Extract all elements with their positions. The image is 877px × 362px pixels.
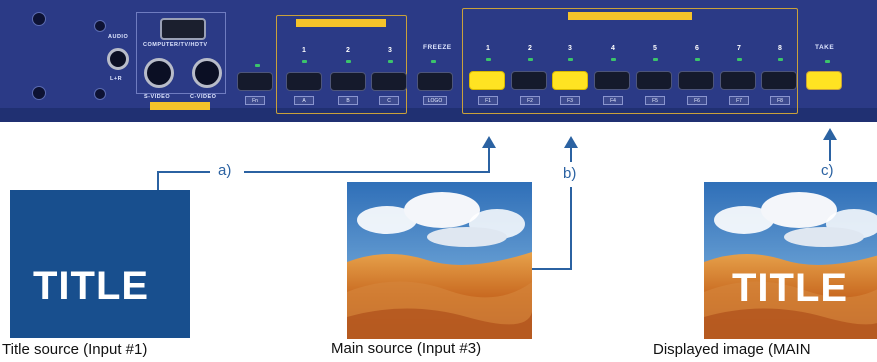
output-button-3[interactable]: [371, 72, 407, 91]
take-label: TAKE: [815, 44, 835, 51]
logo-tab: LOGO: [423, 96, 447, 105]
input-tab-8: F8: [770, 96, 790, 105]
input-number-8: 8: [778, 45, 782, 52]
output-tab-2: B: [338, 96, 358, 105]
input-tab-6: F6: [687, 96, 707, 105]
displayed-image: TITLE: [704, 182, 877, 339]
input-led-2: [528, 58, 533, 61]
input-button-7[interactable]: [720, 71, 756, 90]
audio-label: AUDIO: [108, 34, 129, 40]
rack-hole-bottom: [32, 86, 46, 100]
take-led: [825, 60, 830, 63]
output-button-2[interactable]: [330, 72, 366, 91]
title-card-text: TITLE: [33, 264, 150, 308]
main-source-image: [347, 182, 532, 339]
input-tab-1: F1: [478, 96, 498, 105]
main-source-caption: Main source (Input #3): [331, 340, 482, 357]
callout-c-arrowhead: [823, 128, 837, 140]
input-tab-7: F7: [729, 96, 749, 105]
input-tab-4: F4: [603, 96, 623, 105]
callout-a-line-up: [488, 145, 490, 173]
input-number-1: 1: [486, 45, 490, 52]
freeze-led: [431, 60, 436, 63]
input-button-8[interactable]: [761, 71, 797, 90]
callout-a-line-left: [157, 171, 210, 173]
output-group-box: [276, 15, 407, 114]
fn-led: [255, 64, 260, 67]
take-button[interactable]: [806, 71, 842, 90]
callout-a-label: a): [218, 162, 232, 179]
callout-a-arrowhead: [482, 136, 496, 148]
output-tab-1: A: [294, 96, 314, 105]
input-tab-5: F5: [645, 96, 665, 105]
input-number-3: 3: [568, 45, 572, 52]
output-number-1: 1: [302, 47, 306, 54]
svideo-label: S-VIDEO: [144, 94, 171, 100]
callout-b-line-upper: [570, 145, 572, 162]
input-led-7: [737, 58, 742, 61]
callout-a-line-right: [244, 171, 489, 173]
input-group-label: [568, 12, 692, 20]
input-number-5: 5: [653, 45, 657, 52]
callout-c-label: c): [821, 162, 834, 179]
title-source-card: TITLE: [10, 190, 190, 338]
audio-lr-label: L+R: [110, 76, 123, 82]
input-led-6: [695, 58, 700, 61]
vga-connector[interactable]: [160, 18, 206, 40]
input-button-6[interactable]: [678, 71, 714, 90]
input-tab-3: F3: [560, 96, 580, 105]
output-tab-3: C: [379, 96, 399, 105]
input-led-1: [486, 58, 491, 61]
input-led-5: [653, 58, 658, 61]
input-button-2[interactable]: [511, 71, 547, 90]
output-led-1: [302, 60, 307, 63]
displayed-image-caption: Displayed image (MAIN: [653, 341, 811, 358]
input-led-3: [568, 58, 573, 61]
computer-label: COMPUTER/TV/HDTV: [143, 42, 208, 48]
audio-jack[interactable]: [107, 48, 129, 70]
input-group-box: [462, 8, 798, 114]
cvideo-label: C-VIDEO: [190, 94, 217, 100]
panel-lower-lip: [0, 108, 877, 122]
callout-c-line: [829, 137, 831, 161]
cvideo-jack[interactable]: [192, 58, 222, 88]
input-button-5[interactable]: [636, 71, 672, 90]
title-source-caption: Title source (Input #1): [2, 341, 148, 358]
svideo-jack[interactable]: [144, 58, 174, 88]
screw-top: [94, 20, 106, 32]
callout-a-line-vertical: [157, 171, 159, 190]
input-button-1[interactable]: [469, 71, 505, 90]
input-led-8: [778, 58, 783, 61]
fn-button[interactable]: [237, 72, 273, 91]
output-led-2: [346, 60, 351, 63]
output-group-label: [296, 19, 386, 27]
output-number-2: 2: [346, 47, 350, 54]
input-led-4: [611, 58, 616, 61]
rack-hole-top: [32, 12, 46, 26]
freeze-label: FREEZE: [423, 44, 452, 51]
screw-bottom: [94, 88, 106, 100]
input-number-4: 4: [611, 45, 615, 52]
output-number-3: 3: [388, 47, 392, 54]
callout-b-arrowhead: [564, 136, 578, 148]
fn-tab: Fn: [245, 96, 265, 105]
input-button-3[interactable]: [552, 71, 588, 90]
input-number-7: 7: [737, 45, 741, 52]
input-number-2: 2: [528, 45, 532, 52]
callout-b-line-lower: [570, 187, 572, 270]
input-button-4[interactable]: [594, 71, 630, 90]
output-button-1[interactable]: [286, 72, 322, 91]
connector-section-label: [150, 102, 210, 110]
freeze-button[interactable]: [417, 72, 453, 91]
input-number-6: 6: [695, 45, 699, 52]
input-connector-block: [136, 12, 226, 94]
displayed-title-overlay: TITLE: [732, 266, 849, 310]
callout-b-line-horizontal: [531, 268, 572, 270]
output-led-3: [388, 60, 393, 63]
input-tab-2: F2: [520, 96, 540, 105]
callout-b-label: b): [563, 165, 577, 182]
